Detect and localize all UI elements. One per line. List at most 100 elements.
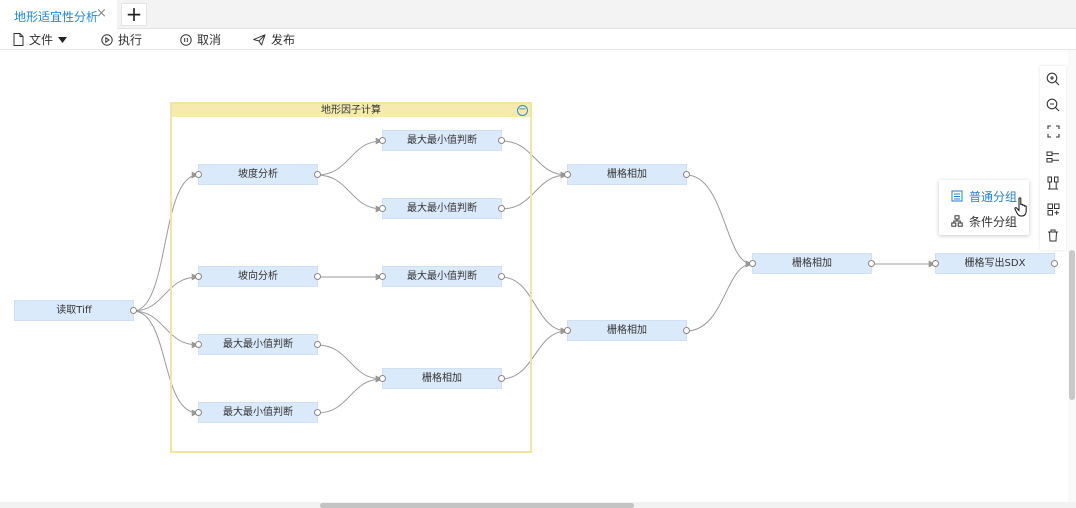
collapse-icon[interactable]: − [517,104,528,116]
output-port[interactable] [314,171,321,178]
menu-item-conditional-group[interactable]: 条件分组 [951,211,1017,231]
output-port[interactable] [498,137,505,144]
node-minmax-aspect[interactable]: 最大最小值判断 [379,266,505,287]
input-port[interactable] [195,171,202,178]
node-label: 栅格相加 [422,373,462,384]
input-port[interactable] [195,409,202,416]
node-minmax-input-1[interactable]: 最大最小值判断 [195,334,321,355]
play-circle-icon [101,33,113,46]
cancel-label: 取消 [197,33,222,47]
add-tab-button[interactable]: + [121,3,147,26]
zoom-in-button[interactable] [1043,69,1063,89]
node-label: 坡向分析 [238,271,278,282]
file-menu-button[interactable]: 文件 [13,31,68,48]
fit-screen-button[interactable] [1043,121,1063,141]
publish-button[interactable]: 发布 [253,31,295,48]
layout-horizontal-button[interactable] [1043,147,1063,167]
node-raster-add-final[interactable]: 栅格相加 [749,253,875,274]
output-port[interactable] [1051,260,1058,267]
menu-item-normal-group[interactable]: 普通分组 [951,186,1017,206]
edge-mid-to-add1 [500,171,568,210]
vertical-scrollbar[interactable] [1068,50,1076,502]
tab-title: 地形适宜性分析 [14,10,99,24]
node-label: 栅格相加 [607,169,647,180]
node-label: 坡度分析 [238,169,278,180]
group-icon [1047,203,1059,215]
conditional-group-icon [951,215,963,227]
node-minmax-input-2[interactable]: 最大最小值判断 [195,402,321,423]
input-port[interactable] [195,341,202,348]
node-raster-add-2[interactable]: 栅格相加 [564,320,690,341]
vertical-scroll-thumb[interactable] [1069,250,1075,400]
output-port[interactable] [498,205,505,212]
output-port[interactable] [314,409,321,416]
hand-cursor-icon [1014,197,1027,217]
node-raster-add-group[interactable]: 栅格相加 [379,368,505,389]
node-minmax-mid[interactable]: 最大最小值判断 [379,198,505,219]
edge-aspect-minmax-to-add2 [500,276,568,335]
input-port[interactable] [749,260,756,267]
node-slope-analysis[interactable]: 坡度分析 [195,164,321,185]
edge-group-add-to-add2 [500,327,568,380]
delete-button[interactable] [1043,225,1063,245]
output-port[interactable] [498,375,505,382]
workflow-canvas[interactable]: 地形因子计算 − 读取Tiff 坡度分析 坡向分析 最大最小值判断 最大最小值判… [0,50,1068,502]
edge-minmax1-to-add [316,344,383,383]
node-minmax-top[interactable]: 最大最小值判断 [379,130,505,151]
group-container[interactable]: 地形因子计算 − [170,102,532,453]
group-button[interactable] [1043,199,1063,219]
horizontal-scroll-thumb[interactable] [320,503,634,508]
node-raster-add-1[interactable]: 栅格相加 [564,164,690,185]
edge-read-to-aspect [132,273,199,312]
tab-terrain-suitability[interactable]: 地形适宜性分析 × [0,0,117,29]
node-label: 最大最小值判断 [223,339,293,350]
input-port[interactable] [379,273,386,280]
input-port[interactable] [379,205,386,212]
run-button[interactable]: 执行 [101,31,142,48]
output-port[interactable] [683,327,690,334]
edge-read-to-minmax-1 [132,310,199,349]
file-icon [13,33,24,46]
input-port[interactable] [932,260,939,267]
group-header[interactable]: 地形因子计算 − [172,104,530,117]
fit-screen-icon [1046,124,1060,138]
input-port[interactable] [564,171,571,178]
node-label: 栅格相加 [792,258,832,269]
publish-label: 发布 [271,33,296,47]
output-port[interactable] [314,273,321,280]
edge-minmax2-to-add [316,375,383,414]
output-port[interactable] [868,260,875,267]
zoom-out-icon [1046,98,1060,112]
node-label: 读取Tiff [56,305,92,316]
node-label: 栅格写出SDX [964,258,1026,269]
close-icon[interactable]: × [96,6,107,21]
node-write-sdx[interactable]: 栅格写出SDX [932,253,1058,274]
node-aspect-analysis[interactable]: 坡向分析 [195,266,321,287]
output-port[interactable] [130,307,137,314]
tab-bar: 地形适宜性分析 × + [0,0,1076,29]
group-type-menu: 普通分组 条件分组 [939,180,1029,235]
input-port[interactable] [379,137,386,144]
input-port[interactable] [195,273,202,280]
canvas-tool-column [1040,66,1066,250]
layout-horizontal-icon [1046,151,1059,163]
horizontal-scrollbar[interactable] [0,502,1076,508]
input-port[interactable] [379,375,386,382]
node-label: 栅格相加 [607,325,647,336]
edge-top-to-add1 [500,140,568,179]
input-port[interactable] [564,327,571,334]
output-port[interactable] [683,171,690,178]
normal-group-icon [951,190,963,202]
layout-vertical-button[interactable] [1043,173,1063,193]
file-menu-label: 文件 [29,33,54,47]
node-read-tiff[interactable]: 读取Tiff [14,300,137,321]
cancel-button[interactable]: 取消 [180,31,221,48]
run-label: 执行 [118,33,143,47]
delete-icon [1048,229,1058,241]
caret-down-icon [58,36,68,43]
group-title: 地形因子计算 [321,105,381,116]
zoom-out-button[interactable] [1043,95,1063,115]
output-port[interactable] [498,273,505,280]
output-port[interactable] [314,341,321,348]
